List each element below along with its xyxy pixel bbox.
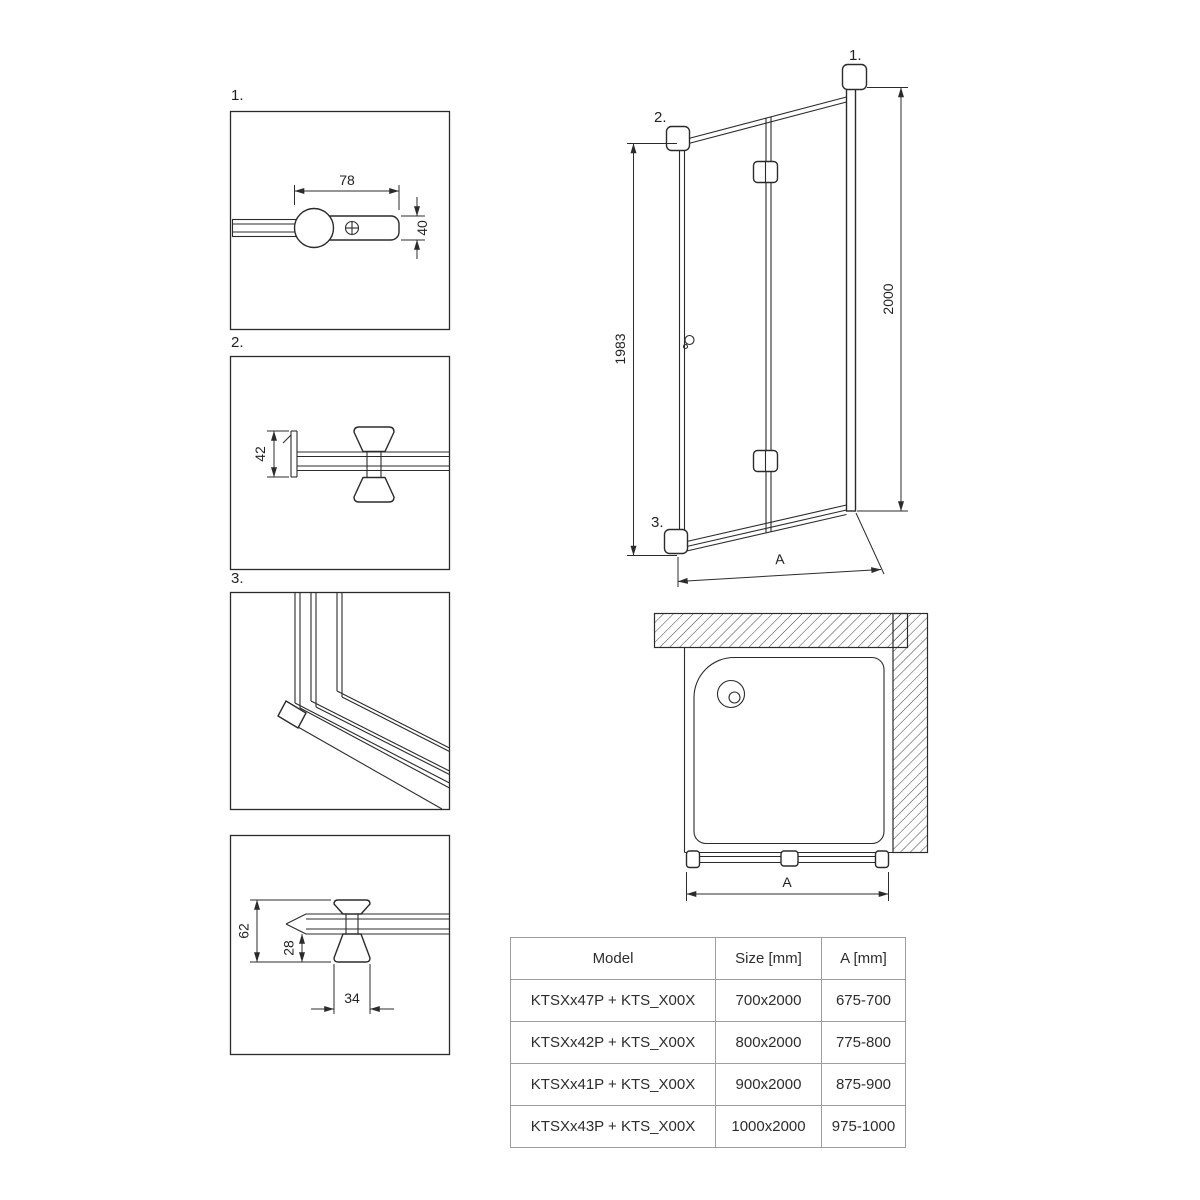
screw-icon <box>344 220 360 236</box>
dim-a-top-label: A <box>782 874 792 890</box>
wall-profile <box>845 87 857 512</box>
detail-2-dim-height: 42 <box>252 430 289 478</box>
table-row: KTSXx42P + KTS_X00X 800x2000 775-800 <box>510 1021 906 1064</box>
knob-top <box>333 899 371 915</box>
detail-1-dim-height: 40 <box>401 197 430 259</box>
cell-size: 700x2000 <box>715 979 822 1022</box>
cell-a: 975-1000 <box>821 1105 906 1148</box>
detail-4-dim-width: 34 <box>311 964 394 1014</box>
detail-4-frame <box>229 834 451 1056</box>
dim-62-label: 62 <box>236 923 252 939</box>
detail-1-dim-width: 78 <box>294 172 400 210</box>
spec-table: Model Size [mm] A [mm] KTSXx47P + KTS_X0… <box>510 937 906 1148</box>
top-view: A <box>653 612 929 901</box>
dim-40-label: 40 <box>414 220 430 236</box>
table-row: KTSXx43P + KTS_X00X 1000x2000 975-1000 <box>510 1105 906 1148</box>
callout-bracket-1 <box>841 63 868 91</box>
dim-2000-label: 2000 <box>880 283 896 314</box>
cell-a: 675-700 <box>821 979 906 1022</box>
cell-model: KTSXx47P + KTS_X00X <box>510 979 716 1022</box>
dim-width-front: A <box>677 512 885 587</box>
detail-2-frame <box>229 355 451 571</box>
knob-top <box>353 426 395 453</box>
dim-total-height: 2000 <box>857 87 908 512</box>
wall-top <box>653 612 909 649</box>
drain-icon <box>716 679 746 709</box>
callout-2-label: 2. <box>654 109 667 126</box>
cell-model: KTSXx43P + KTS_X00X <box>510 1105 716 1148</box>
knob-bottom <box>353 476 395 503</box>
detail-3: 3. <box>229 570 451 811</box>
shower-tray <box>683 647 893 854</box>
table-header-row: Model Size [mm] A [mm] <box>510 937 906 980</box>
dim-42-label: 42 <box>252 446 268 462</box>
fold-hinge-top <box>752 160 779 184</box>
table-row: KTSXx47P + KTS_X00X 700x2000 675-700 <box>510 979 906 1022</box>
cell-size: 1000x2000 <box>715 1105 822 1148</box>
detail-1-label: 1. <box>231 87 244 104</box>
hinge-section-drawing <box>231 207 400 249</box>
knob-bottom <box>333 933 371 963</box>
door-knob <box>682 334 695 350</box>
detail-2-label: 2. <box>231 334 244 351</box>
cell-model: KTSXx41P + KTS_X00X <box>510 1063 716 1106</box>
corner-profile-drawing <box>277 592 450 810</box>
detail-4-dim-total-height: 62 <box>236 899 331 963</box>
dim-34-label: 34 <box>344 990 360 1006</box>
detail-3-label: 3. <box>231 570 244 587</box>
detail-2: 2. 42 <box>229 334 451 571</box>
cell-a: 775-800 <box>821 1021 906 1064</box>
callout-bracket-2 <box>665 125 691 152</box>
bottom-profile-drawing <box>285 899 450 963</box>
fold-hinge-bottom <box>752 449 779 473</box>
detail-3-frame <box>229 591 451 811</box>
front-view: 1. 2. 3. 1983 2000 A <box>612 47 908 587</box>
dim-a-front-label: A <box>775 551 786 568</box>
cell-size: 800x2000 <box>715 1021 822 1064</box>
corner-cap <box>277 700 307 729</box>
col-header-a: A [mm] <box>821 937 906 980</box>
table-row: KTSXx41P + KTS_X00X 900x2000 875-900 <box>510 1063 906 1106</box>
callout-1-label: 1. <box>849 47 862 64</box>
dim-glass-height: 1983 <box>612 143 677 556</box>
cell-model: KTSXx42P + KTS_X00X <box>510 1021 716 1064</box>
detail-4-dim-offset: 28 <box>281 933 305 963</box>
callout-3-label: 3. <box>651 514 664 531</box>
detail-1-frame <box>229 110 451 331</box>
col-header-model: Model <box>510 937 716 980</box>
dim-28-label: 28 <box>281 940 297 956</box>
detail-4: 62 28 34 <box>229 834 451 1056</box>
cell-a: 875-900 <box>821 1063 906 1106</box>
dim-width-top: A <box>686 872 889 901</box>
dim-78-label: 78 <box>339 172 355 188</box>
spec-table-container: Model Size [mm] A [mm] KTSXx47P + KTS_X0… <box>510 937 906 1148</box>
wall-profile-drawing <box>282 426 450 503</box>
detail-1: 1. 78 40 <box>229 87 451 331</box>
cell-size: 900x2000 <box>715 1063 822 1106</box>
callout-bracket-3 <box>663 528 689 555</box>
wall-right <box>892 612 929 854</box>
door-plan <box>685 850 890 869</box>
col-header-size: Size [mm] <box>715 937 822 980</box>
dim-1983-label: 1983 <box>612 333 628 364</box>
